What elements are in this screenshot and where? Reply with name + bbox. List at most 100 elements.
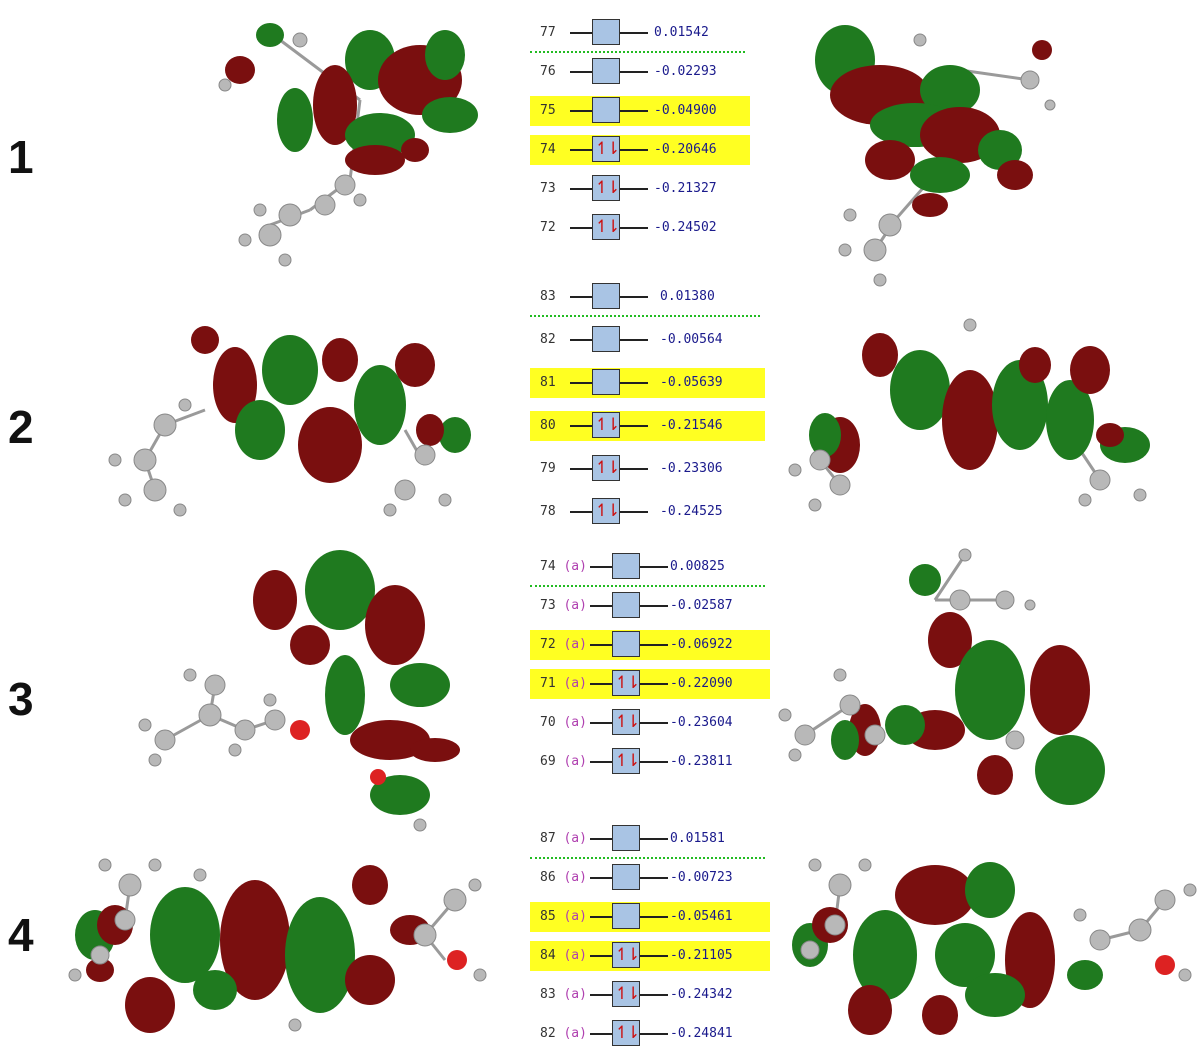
homo-lumo-divider — [530, 585, 765, 587]
orbital-index: 73 (a) — [540, 598, 587, 613]
orbital-index: 76 — [540, 64, 556, 79]
orbital-level: 74 (a)0.00825 — [520, 552, 765, 582]
orbital-energy: -0.24841 — [670, 1026, 733, 1041]
orbital-energy: -0.21327 — [654, 181, 717, 196]
spin-label: (a) — [563, 909, 587, 924]
occupied-orbital-box: ↿⇂ — [592, 498, 620, 524]
molecule-3-homo — [138, 550, 460, 832]
orbital-number: 79 — [540, 461, 556, 476]
electron-pair-icon: ↿⇂ — [594, 458, 620, 478]
orbital-index: 82 (a) — [540, 1026, 587, 1041]
orbital-number: 82 — [540, 1026, 556, 1041]
orbital-index: 70 (a) — [540, 715, 587, 730]
orbital-number: 73 — [540, 181, 556, 196]
occupied-orbital-box: ↿⇂ — [612, 981, 640, 1007]
spin-label: (a) — [563, 1026, 587, 1041]
spin-label: (a) — [563, 754, 587, 769]
electron-pair-icon: ↿⇂ — [594, 501, 620, 521]
empty-orbital-box — [592, 326, 620, 352]
molecule-1-homo — [218, 23, 478, 267]
electron-pair-icon: ↿⇂ — [594, 415, 620, 435]
row-label-1: 1 — [8, 131, 34, 183]
occupied-orbital-box: ↿⇂ — [612, 942, 640, 968]
occupied-orbital-box: ↿⇂ — [612, 1020, 640, 1046]
electron-pair-icon: ↿⇂ — [614, 984, 640, 1004]
spin-label: (a) — [563, 598, 587, 613]
empty-orbital-box — [592, 58, 620, 84]
orbital-level: 83 (a) ↿⇂ -0.24342 — [520, 980, 765, 1010]
row-label-4: 4 — [8, 909, 34, 961]
occupied-orbital-box: ↿⇂ — [592, 455, 620, 481]
electron-pair-icon: ↿⇂ — [594, 139, 620, 159]
row-label-2: 2 — [8, 401, 34, 453]
spin-label: (a) — [563, 715, 587, 730]
empty-orbital-box — [612, 553, 640, 579]
orbital-level: 83 0.01380 — [520, 282, 765, 312]
orbital-index: 81 — [540, 375, 556, 390]
orbital-number: 87 — [540, 831, 556, 846]
empty-orbital-box — [592, 19, 620, 45]
orbital-level: 78↿⇂-0.24525 — [520, 497, 765, 527]
orbital-level: 85 (a) -0.05461 — [520, 902, 770, 932]
orbital-number: 71 — [540, 676, 556, 691]
orbital-index: 79 — [540, 461, 556, 476]
orbital-index: 83 (a) — [540, 987, 587, 1002]
molecule-1-lumo — [815, 25, 1056, 287]
electron-pair-icon: ↿⇂ — [594, 217, 620, 237]
orbital-energy: -0.04900 — [654, 103, 717, 118]
orbital-energy: -0.02293 — [654, 64, 717, 79]
orbital-number: 85 — [540, 909, 556, 924]
orbital-index: 85 (a) — [540, 909, 587, 924]
orbital-level: 81 -0.05639 — [520, 368, 765, 398]
orbital-level: 70 (a) ↿⇂ -0.23604 — [520, 708, 765, 738]
orbital-number: 83 — [540, 289, 556, 304]
orbital-energy: -0.21105 — [670, 948, 733, 963]
orbital-number: 78 — [540, 504, 556, 519]
orbital-energy: -0.22090 — [670, 676, 733, 691]
occupied-orbital-box: ↿⇂ — [612, 748, 640, 774]
orbital-energy: -0.23604 — [670, 715, 733, 730]
orbital-energy: -0.24502 — [654, 220, 717, 235]
molecule-2-homo — [108, 326, 471, 517]
orbital-energy: -0.05461 — [670, 909, 733, 924]
orbital-index: 84 (a) — [540, 948, 587, 963]
spin-label: (a) — [563, 637, 587, 652]
occupied-orbital-box: ↿⇂ — [612, 670, 640, 696]
spin-label: (a) — [563, 987, 587, 1002]
spin-label: (a) — [563, 870, 587, 885]
orbital-energy: -0.24342 — [670, 987, 733, 1002]
orbital-level: 82 (a) ↿⇂ -0.24841 — [520, 1019, 765, 1049]
orbital-index: 71 (a) — [540, 676, 587, 691]
orbital-energy: 0.01380 — [660, 289, 715, 304]
orbital-index: 86 (a) — [540, 870, 587, 885]
molecule-3-lumo — [778, 548, 1105, 805]
orbital-level: 84 (a) ↿⇂ -0.21105 — [520, 941, 770, 971]
orbital-number: 72 — [540, 220, 556, 235]
spin-label: (a) — [563, 831, 587, 846]
occupied-orbital-box: ↿⇂ — [612, 709, 640, 735]
orbital-energy: -0.00564 — [660, 332, 723, 347]
occupied-orbital-box: ↿⇂ — [592, 175, 620, 201]
orbital-index: 80 — [540, 418, 556, 433]
orbital-energy: -0.06922 — [670, 637, 733, 652]
orbital-index: 72 (a) — [540, 637, 587, 652]
orbital-level: 71 (a) ↿⇂ -0.22090 — [520, 669, 770, 699]
orbital-energy: -0.05639 — [660, 375, 723, 390]
empty-orbital-box — [592, 283, 620, 309]
occupied-orbital-box: ↿⇂ — [592, 412, 620, 438]
orbital-energy: -0.00723 — [670, 870, 733, 885]
orbital-index: 83 — [540, 289, 556, 304]
orbital-index: 73 — [540, 181, 556, 196]
orbital-number: 86 — [540, 870, 556, 885]
empty-orbital-box — [612, 825, 640, 851]
orbital-energy: -0.02587 — [670, 598, 733, 613]
orbital-level: 73 (a) -0.02587 — [520, 591, 765, 621]
orbital-number: 77 — [540, 25, 556, 40]
orbital-number: 76 — [540, 64, 556, 79]
orbital-number: 74 — [540, 559, 556, 574]
molecule-2-lumo — [788, 318, 1150, 512]
orbital-level: 69 (a)↿⇂-0.23811 — [520, 747, 765, 777]
orbital-index: 74 (a) — [540, 559, 587, 574]
